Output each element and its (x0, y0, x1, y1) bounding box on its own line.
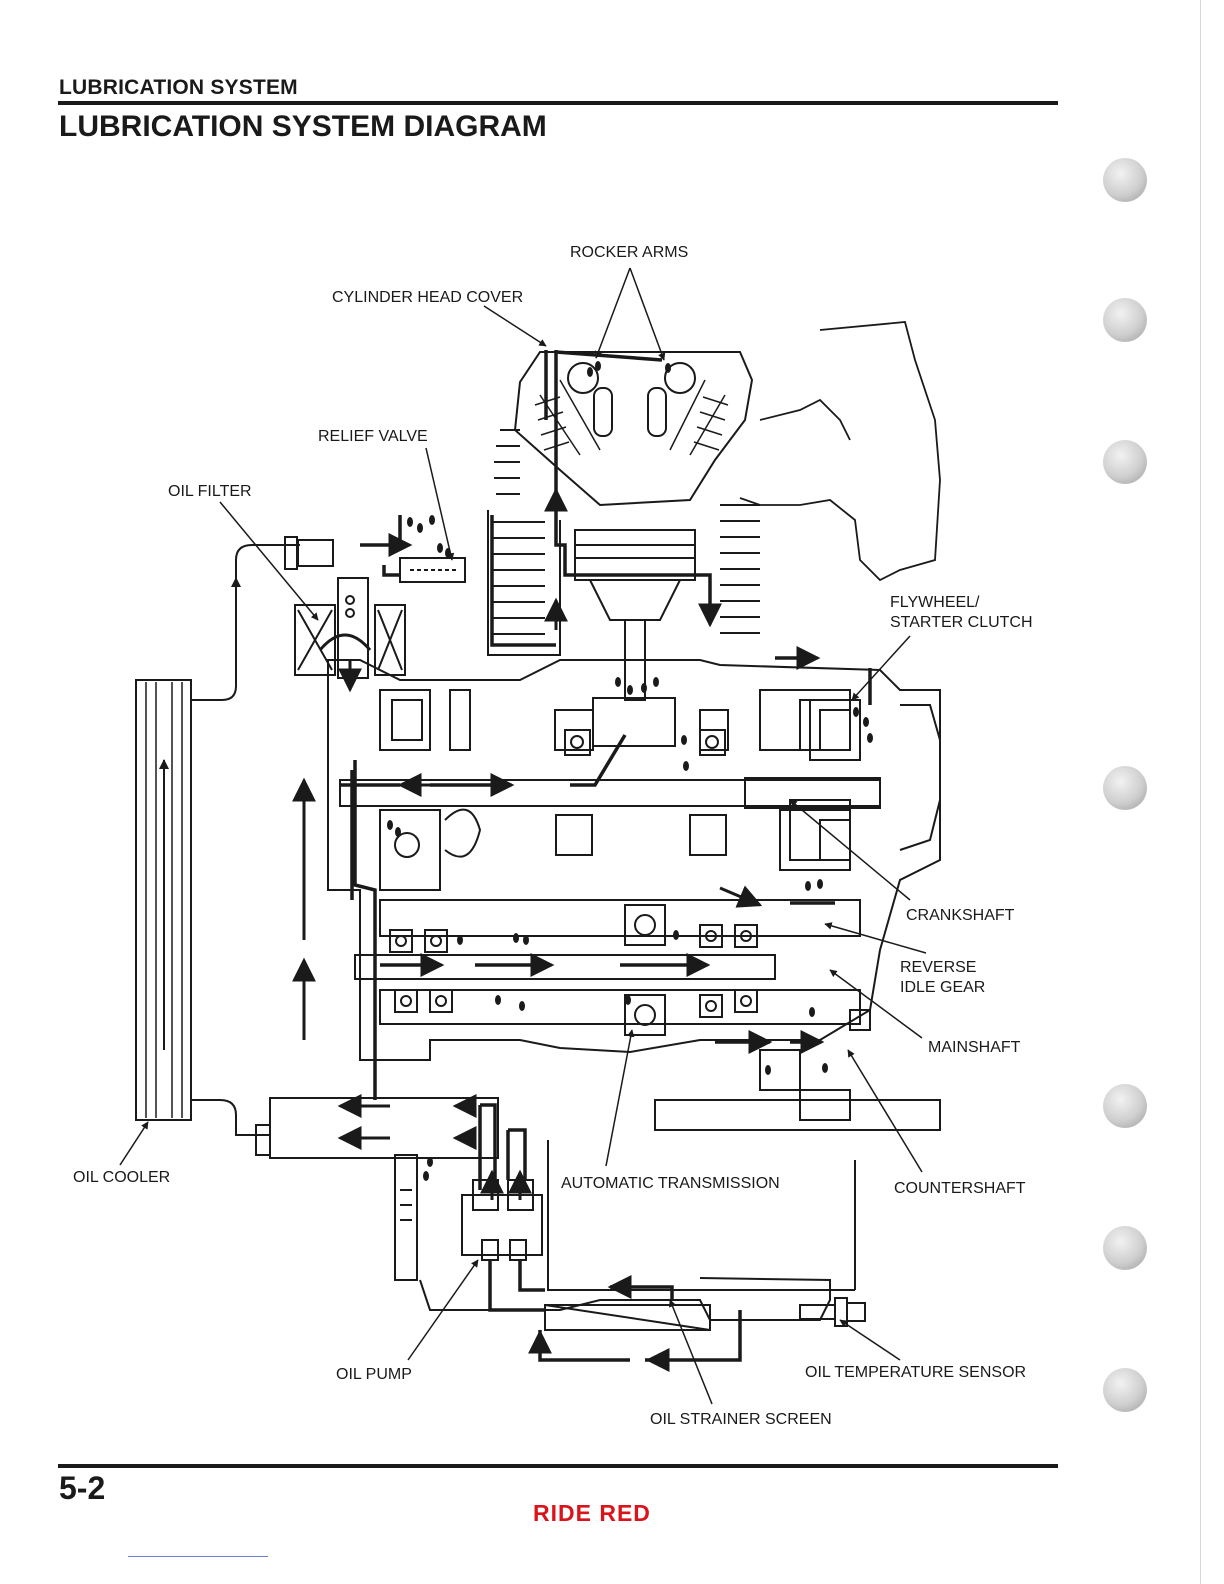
label-flywheel-line2: STARTER CLUTCH (890, 614, 1033, 631)
footer-mark (128, 1556, 268, 1557)
label-countershaft: COUNTERSHAFT (894, 1180, 1026, 1197)
page-number: 5-2 (59, 1470, 105, 1507)
label-oil-pump: OIL PUMP (336, 1366, 412, 1383)
oil-cooler-graphic (136, 545, 300, 1135)
cylinder-head-graphic (515, 352, 752, 505)
label-reverse-line2: IDLE GEAR (900, 979, 985, 996)
label-oil-cooler: OIL COOLER (73, 1169, 170, 1186)
oil-pump-graphic (256, 1098, 865, 1330)
label-rocker-arms: ROCKER ARMS (570, 244, 688, 261)
label-mainshaft: MAINSHAFT (928, 1039, 1021, 1056)
label-oil-temperature-sensor: OIL TEMPERATURE SENSOR (805, 1364, 1026, 1381)
oil-filter-graphic (285, 537, 465, 678)
label-automatic-transmission: AUTOMATIC TRANSMISSION (561, 1175, 780, 1192)
label-crankshaft: CRANKSHAFT (906, 907, 1015, 924)
label-cylinder-head-cover: CYLINDER HEAD COVER (332, 289, 523, 306)
label-oil-strainer-screen: OIL STRAINER SCREEN (650, 1411, 832, 1428)
label-relief-valve: RELIEF VALVE (318, 428, 428, 445)
label-flywheel-line1: FLYWHEEL/ (890, 594, 980, 611)
air-cleaner-graphic (740, 322, 940, 580)
footer-rule (58, 1464, 1058, 1468)
label-reverse-line1: REVERSE (900, 959, 976, 976)
brand-logo: RIDE RED (533, 1500, 651, 1527)
label-oil-filter: OIL FILTER (168, 483, 252, 500)
